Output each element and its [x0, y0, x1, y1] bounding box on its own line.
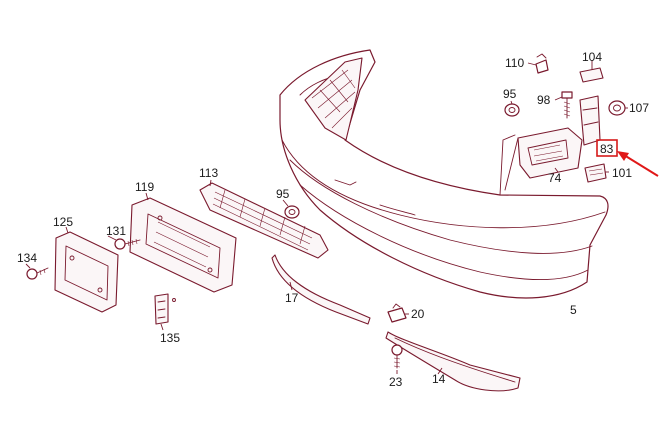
grommet-95-upper[interactable] — [504, 103, 520, 117]
grommet-95-lower[interactable] — [284, 205, 300, 219]
callout-98: 98 — [537, 93, 551, 107]
license-bracket-119[interactable] — [129, 197, 237, 293]
bumper-inner-lattice — [304, 57, 363, 141]
callout-107: 107 — [629, 101, 649, 115]
license-frame-125[interactable] — [54, 231, 119, 313]
grommet-107[interactable] — [608, 100, 626, 116]
callout-95-lower: 95 — [276, 187, 290, 201]
callout-135: 135 — [160, 331, 180, 345]
insert-135[interactable] — [154, 293, 176, 325]
clip-101[interactable] — [584, 163, 607, 183]
grille-113[interactable] — [199, 182, 329, 259]
callout-20: 20 — [411, 307, 425, 321]
callout-labels: 110 104 95 98 107 83 74 101 113 119 95 1… — [17, 50, 649, 389]
callout-125: 125 — [53, 215, 73, 229]
callout-104: 104 — [582, 50, 602, 64]
clip-nut-110[interactable] — [535, 53, 549, 74]
highlight-box — [596, 139, 618, 157]
clip-20[interactable] — [387, 303, 407, 323]
highlight-arrow-shaft — [623, 154, 659, 177]
callout-110: 110 — [505, 56, 524, 70]
retainer-bracket-104[interactable] — [579, 60, 604, 146]
bumper-cover[interactable] — [279, 49, 609, 299]
callout-74: 74 — [548, 171, 562, 185]
leader-lines — [25, 62, 628, 375]
callout-113: 113 — [199, 166, 218, 180]
callout-95-upper: 95 — [503, 87, 517, 101]
callout-134: 134 — [17, 251, 37, 265]
highlight-83 — [596, 139, 659, 177]
callout-83[interactable]: 83 — [600, 142, 614, 156]
callout-23: 23 — [389, 375, 403, 389]
callout-101: 101 — [612, 166, 632, 180]
trim-strip-17[interactable] — [271, 254, 371, 325]
callout-14: 14 — [432, 372, 446, 386]
screw-134[interactable] — [26, 267, 49, 280]
screw-131[interactable] — [114, 238, 141, 250]
screw-23[interactable] — [391, 344, 403, 369]
trim-strip-14[interactable] — [385, 331, 521, 392]
callout-5: 5 — [570, 303, 577, 317]
highlight-arrow-head — [617, 151, 629, 161]
callout-119: 119 — [135, 180, 154, 194]
callout-17: 17 — [285, 291, 299, 305]
screw-98[interactable] — [561, 91, 573, 119]
mounting-bracket-74[interactable] — [504, 127, 583, 191]
callout-131: 131 — [106, 224, 126, 238]
